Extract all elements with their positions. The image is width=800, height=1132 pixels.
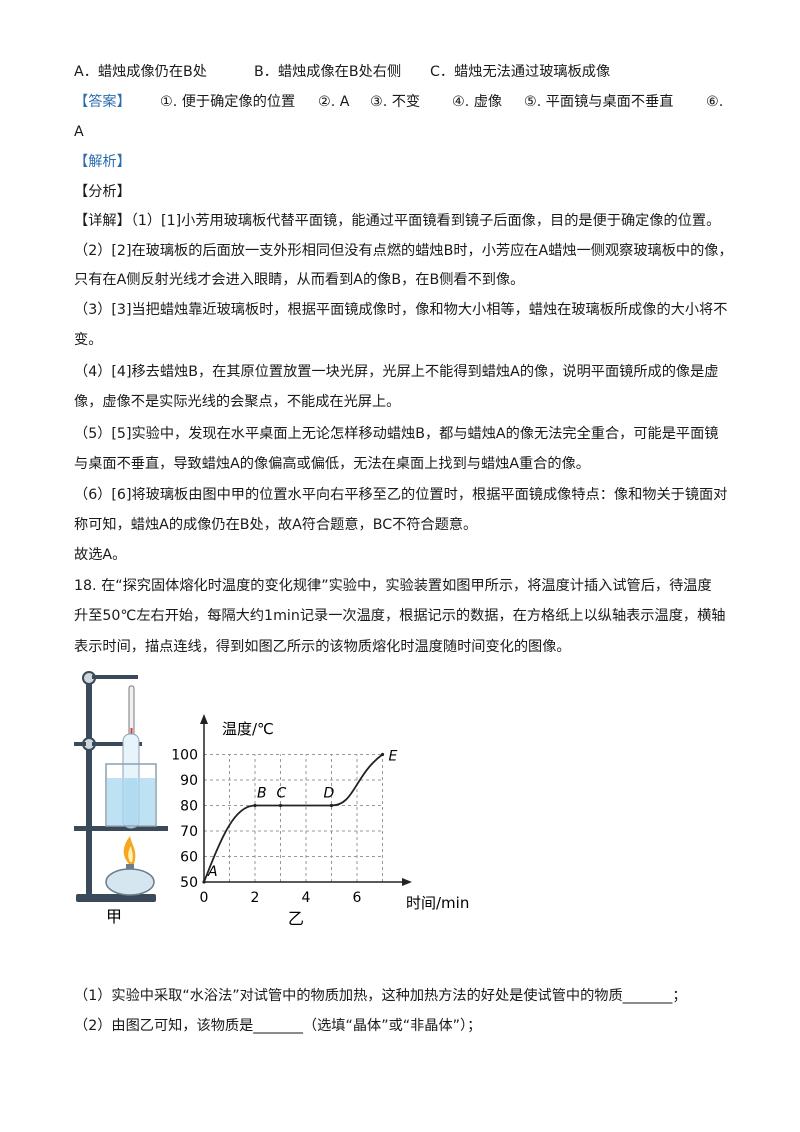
answer-tag: 【答案】 (74, 94, 131, 110)
detail-line: （3）[3]当把蜡烛靠近玻璃板时，根据平面镜成像时，像和物大小相等，蜡烛在玻璃板… (74, 302, 728, 318)
analysis-tag: 【解析】 (74, 154, 131, 170)
y-tick-label: 80 (180, 799, 198, 815)
point-label: A (207, 864, 218, 880)
detail-line: 变。 (74, 332, 103, 348)
detail-line: 与桌面不垂直，导致蜡烛A的像偏高或偏低，无法在桌面上找到与蜡烛A重合的像。 (74, 456, 590, 472)
answer-item-5: ⑤. 平面镜与桌面不垂直 (524, 94, 674, 110)
point-label: D (324, 786, 335, 802)
data-point (202, 880, 206, 884)
ring-support (74, 826, 168, 831)
chart-grid (204, 754, 383, 882)
detail-line: （5）[5]实验中，发现在水平桌面上无论怎样移动蜡烛B，都与蜡烛A的像无法完全重… (74, 426, 719, 442)
y-tick-label: 50 (180, 875, 198, 891)
water-bath (107, 778, 155, 825)
subquestion-1: （1）实验中采取“水浴法”对试管中的物质加热，这种加热方法的好处是使试管中的物质… (74, 988, 687, 1004)
point-label: B (257, 786, 267, 802)
y-axis-arrow-icon (200, 714, 208, 724)
chart-axes (200, 714, 412, 886)
answer-item-4: ④. 虚像 (452, 94, 503, 110)
detail-line: 像，虚像不是实际光线的会聚点，不能成在光屏上。 (74, 394, 401, 410)
detail-line: 只有在A侧反射光线才会进入眼睛，从而看到A的像B，在B侧看不到像。 (74, 272, 525, 288)
apparatus-illustration: 甲 (74, 671, 168, 926)
point-label: C (277, 786, 287, 802)
answer-item-6: ⑥. (706, 94, 724, 110)
answer-item-1: ①. 便于确定像的位置 (160, 94, 296, 110)
x-tick-label: 0 (200, 890, 209, 906)
option-a: A．蜡烛成像仍在B处 (74, 64, 207, 80)
x-axis-label: 时间/min (406, 894, 469, 912)
alcohol-lamp-icon (105, 868, 155, 896)
y-tick-label: 90 (180, 773, 198, 789)
x-tick-label: 6 (353, 890, 362, 906)
data-point (329, 803, 334, 808)
x-tick-label: 4 (302, 890, 311, 906)
data-point (253, 803, 257, 808)
fenxi-tag: 【分析】 (74, 184, 131, 200)
subquestion-2: （2）由图乙可知，该物质是_______（选填“晶体”或“非晶体”）； (74, 1018, 482, 1034)
question-line: 升至50℃左右开始，每隔大约1min记录一次温度，根据记示的数据，在方格纸上以纵… (74, 608, 726, 624)
stand-base (76, 894, 156, 902)
answer-wrap: A (74, 124, 84, 140)
detail-line: 故选A。 (74, 547, 127, 563)
detail-line: 【详解】（1）[1]小芳用玻璃板代替平面镜，能通过平面镜看到镜子后面像，目的是便… (74, 213, 721, 229)
option-b: B．蜡烛成像在B处右侧 (254, 64, 402, 80)
label-yi: 乙 (288, 909, 304, 928)
detail-line: （4）[4]移去蜡烛B，在其原位置放置一块光屏，光屏上不能得到蜡烛A的像，说明平… (74, 364, 719, 380)
y-tick-label: 70 (180, 824, 198, 840)
detail-line: （2）[2]在玻璃板的后面放一支外形相同但没有点燃的蜡烛B时，小芳应在A蜡烛一侧… (74, 243, 733, 259)
options-row: A．蜡烛成像仍在B处 B．蜡烛成像在B处右侧 C．蜡烛无法通过玻璃板成像 (74, 62, 610, 82)
answer-item-2: ②. A (318, 94, 350, 110)
x-axis-arrow-icon (402, 878, 412, 886)
chart-ticks: 50 60 70 80 90 100 0 2 4 6 (171, 748, 361, 907)
question-line: 18. 在“探究固体熔化时温度的变化规律”实验中，实验装置如图甲所示，将温度计插… (74, 578, 712, 594)
data-series-line (203, 753, 384, 883)
point-label: E (389, 749, 398, 765)
answer-item-3: ③. 不变 (370, 94, 421, 110)
data-point (278, 803, 283, 808)
y-axis-label: 温度/℃ (222, 720, 274, 738)
y-tick-label: 60 (180, 850, 198, 866)
chart-curve (203, 753, 384, 883)
y-tick-label: 100 (171, 748, 198, 764)
answer-row: 【答案】 ①. 便于确定像的位置 ②. A ③. 不变 ④. 虚像 ⑤. 平面镜… (74, 92, 734, 112)
stand-pole (86, 674, 92, 896)
option-c: C．蜡烛无法通过玻璃板成像 (430, 64, 611, 80)
beaker-icon (105, 763, 157, 827)
data-point (380, 752, 385, 757)
detail-line: （6）[6]将玻璃板由图中甲的位置水平向右平移至乙的位置时，根据平面镜成像特点：… (74, 487, 728, 503)
label-jia: 甲 (106, 907, 122, 926)
question-line: 表示时间，描点连线，得到如图乙所示的该物质熔化时温度随时间变化的图像。 (74, 639, 571, 655)
x-tick-label: 2 (251, 890, 260, 906)
detail-line: 称可知，蜡烛A的成像仍在B处，故A符合题意，BC不符合题意。 (74, 517, 478, 533)
